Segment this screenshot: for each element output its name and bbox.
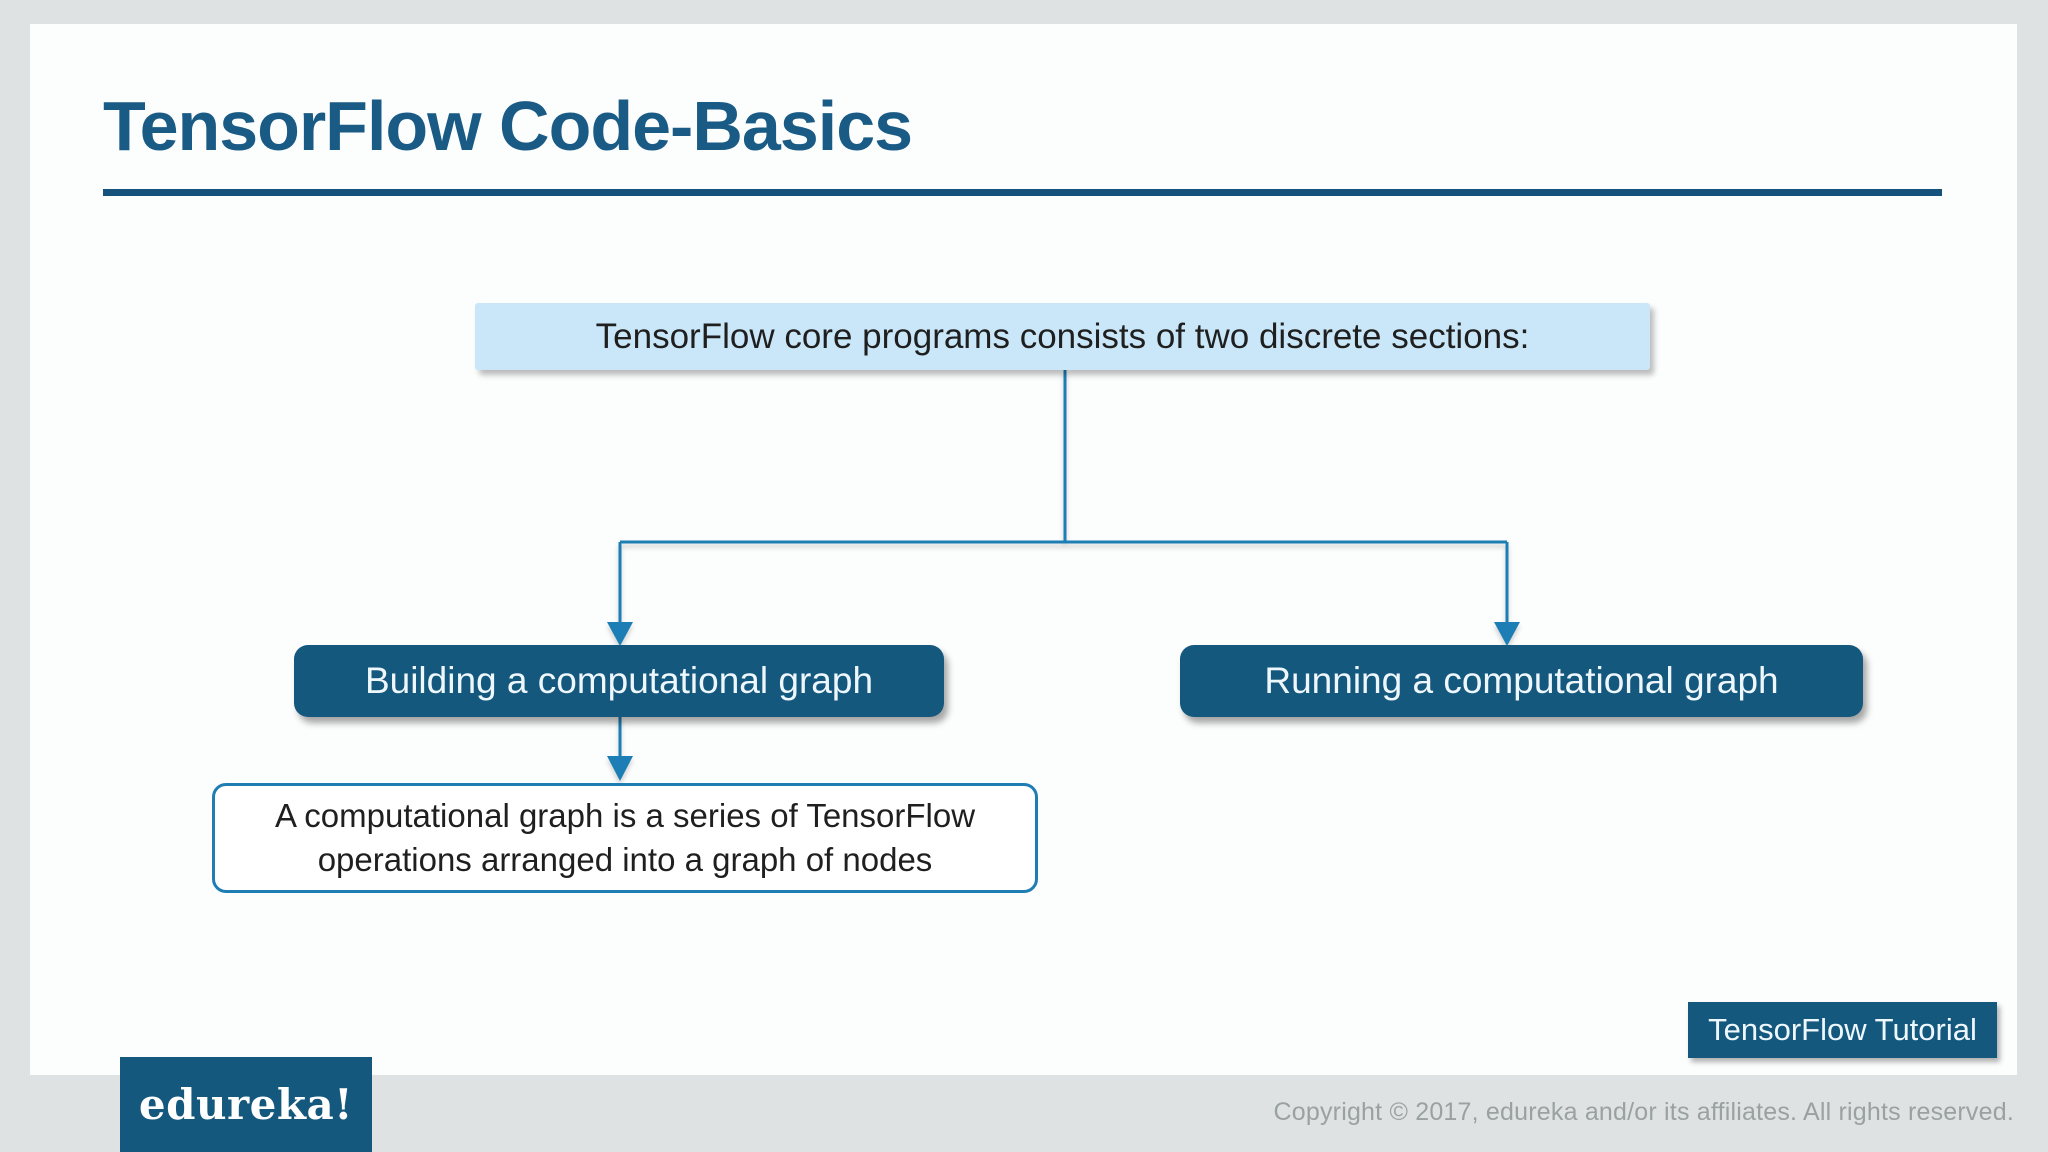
tutorial-badge: TensorFlow Tutorial <box>1688 1002 1997 1058</box>
diagram-root-box: TensorFlow core programs consists of two… <box>475 303 1650 370</box>
diagram-running-box: Running a computational graph <box>1180 645 1863 717</box>
page-title: TensorFlow Code-Basics <box>103 87 913 165</box>
arrow-down-icon <box>607 756 633 781</box>
diagram-building-box: Building a computational graph <box>294 645 944 717</box>
edureka-logo: edureka! <box>120 1057 372 1152</box>
arrow-down-icon <box>607 622 633 646</box>
title-underline <box>103 189 1942 196</box>
copyright-text: Copyright © 2017, edureka and/or its aff… <box>1273 1098 2014 1126</box>
slide-canvas: TensorFlow Code-Basics TensorFlow core p… <box>30 24 2017 1075</box>
arrow-down-icon <box>1494 622 1520 646</box>
flow-connector-group <box>607 370 1520 781</box>
diagram-note-box: A computational graph is a series of Ten… <box>212 783 1038 893</box>
connector-lines <box>607 370 1520 781</box>
